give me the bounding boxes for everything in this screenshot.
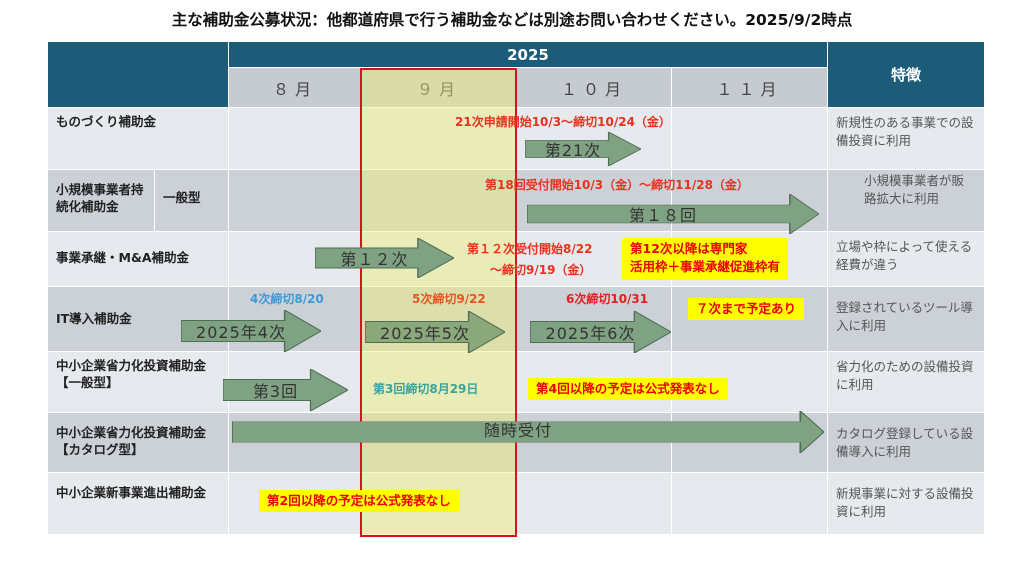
row-feature: 登録されているツール導入に利用 bbox=[828, 287, 985, 352]
arrow-shoryoku-3: 第3回 bbox=[223, 369, 348, 411]
row-feature: カタログ登録している設備導入に利用 bbox=[828, 413, 985, 473]
note-it5: 5次締切9/22 bbox=[412, 292, 486, 306]
header-features: 特徴 bbox=[828, 42, 985, 108]
note-line: 第12次以降は専門家 bbox=[630, 241, 748, 256]
month-aug: ８月 bbox=[229, 68, 362, 108]
timeline-cell bbox=[672, 473, 828, 535]
timeline-cell bbox=[672, 108, 828, 170]
current-month-highlight bbox=[360, 68, 517, 537]
note-monodukuri: 21次申請開始10/3～締切10/24（金） bbox=[455, 115, 671, 129]
note-shokei-start: 第１２次受付開始8/22 bbox=[467, 242, 593, 256]
timeline-cell bbox=[672, 287, 828, 352]
note-it4: 4次締切8/20 bbox=[250, 292, 324, 306]
row-label-shinjigyo: 中小企業新事業進出補助金 bbox=[48, 473, 229, 535]
row-sublabel: 一般型 bbox=[155, 170, 229, 232]
note-shoryoku4: 第4回以降の予定は公式発表なし bbox=[528, 378, 728, 400]
row-label-shokei: 事業承継・M&A補助金 bbox=[48, 232, 229, 287]
month-oct: １０月 bbox=[517, 68, 672, 108]
row-feature: 小規模事業者が販路拡大に利用 bbox=[828, 170, 985, 232]
arrow-catalog-ongoing: 随時受付 bbox=[232, 411, 824, 453]
row-label-shoryoku-ippan: 中小企業省力化投資補助金【一般型】 bbox=[48, 352, 229, 413]
note-it7: ７次まで予定あり bbox=[688, 298, 805, 320]
arrow-jizokuka-18: 第１８回 bbox=[527, 194, 819, 234]
arrow-it-4: 2025年4次 bbox=[181, 310, 321, 352]
row-feature: 省力化のための設備投資に利用 bbox=[828, 352, 985, 413]
timeline-cell bbox=[229, 108, 362, 170]
note-shoryoku3: 第3回締切8月29日 bbox=[373, 382, 479, 396]
timeline-cell bbox=[362, 170, 517, 232]
note-shokei-box: 第12次以降は専門家活用枠＋事業承継促進枠有 bbox=[622, 238, 789, 280]
row-label-jizokuka: 小規模事業者持続化補助金 bbox=[48, 170, 155, 232]
row-feature: 新規事業に対する設備投資に利用 bbox=[828, 473, 985, 535]
note-shokei-deadline: ～締切9/19（金） bbox=[490, 263, 592, 277]
header-corner bbox=[48, 42, 229, 108]
timeline-cell bbox=[517, 108, 672, 170]
arrow-shokei-12: 第１２次 bbox=[315, 238, 454, 278]
row-label-monodukuri: ものづくり補助金 bbox=[48, 108, 229, 170]
note-line: 活用枠＋事業承継促進枠有 bbox=[630, 258, 781, 274]
note-jizokuka: 第18回受付開始10/3（金）～締切11/28（金） bbox=[485, 178, 749, 192]
timeline-cell bbox=[229, 170, 362, 232]
row-feature: 新規性のある事業での設備投資に利用 bbox=[828, 108, 985, 170]
page-title: 主な補助金公募状況：他都道府県で行う補助金などは別途お問い合わせください。202… bbox=[171, 11, 853, 29]
note-shinjigyo: 第2回以降の予定は公式発表なし bbox=[259, 490, 459, 512]
timeline-cell bbox=[517, 473, 672, 535]
arrow-it-6: 2025年6次 bbox=[530, 311, 671, 353]
header-year: 2025 bbox=[229, 42, 828, 68]
arrow-monodukuri-21: 第21次 bbox=[525, 132, 641, 166]
arrow-it-5: 2025年5次 bbox=[365, 311, 505, 353]
row-feature: 立場や枠によって使える経費が違う bbox=[828, 232, 985, 287]
month-nov: １１月 bbox=[672, 68, 828, 108]
timeline-cell bbox=[362, 108, 517, 170]
row-label-shoryoku-catalog: 中小企業省力化投資補助金【カタログ型】 bbox=[48, 413, 229, 473]
note-it6: 6次締切10/31 bbox=[566, 292, 649, 306]
month-sep: ９月 bbox=[362, 68, 517, 108]
